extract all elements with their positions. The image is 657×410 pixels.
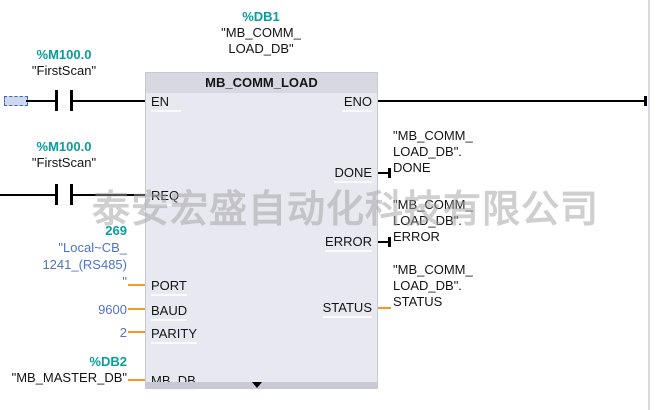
port-operand-address[interactable]: 269: [105, 223, 127, 238]
instance-db-name-line1: "MB_COMM_: [221, 25, 301, 40]
wire-eno: [378, 100, 644, 102]
mbdb-operand[interactable]: %DB2 "MB_MASTER_DB": [0, 354, 127, 386]
wire-rail-to-contact1: [26, 100, 55, 102]
input-pin-req[interactable]: REQ: [151, 188, 181, 206]
input-pin-baud[interactable]: BAUD: [151, 303, 188, 321]
wire-rail-to-contact2: [0, 194, 55, 196]
wire-status: [378, 307, 391, 309]
mbdb-operand-address[interactable]: %DB2: [89, 354, 127, 369]
wire-mbdb: [128, 379, 145, 381]
wire-baud: [128, 308, 145, 310]
wire-done: [378, 172, 388, 174]
contact1-name[interactable]: "FirstScan": [31, 63, 97, 78]
block-title[interactable]: MB_COMM_LOAD: [146, 73, 377, 93]
wire-contact1-to-en: [73, 100, 145, 102]
done-operand[interactable]: "MB_COMM_ LOAD_DB". DONE: [393, 128, 473, 175]
contact2-name[interactable]: "FirstScan": [31, 155, 97, 170]
mb-comm-load-block[interactable]: MB_COMM_LOAD EN REQ PORT BAUD PARITY MB_…: [145, 72, 378, 391]
port-operand-name-line1[interactable]: "Local~CB_: [58, 240, 127, 255]
wire-error: [378, 241, 388, 243]
contact1-operand[interactable]: %M100.0 "FirstScan": [4, 47, 124, 79]
wire-done-terminator: [388, 168, 391, 178]
wire-error-terminator: [388, 237, 391, 247]
instance-db-address[interactable]: %DB1: [242, 9, 280, 24]
wire-port: [128, 284, 145, 286]
port-operand[interactable]: 269 "Local~CB_ 1241_(RS485) ": [0, 222, 127, 290]
output-pin-error[interactable]: ERROR: [325, 234, 372, 252]
input-pin-en[interactable]: EN: [151, 94, 181, 112]
collapse-block-icon[interactable]: [252, 382, 262, 388]
error-operand[interactable]: "MB_COMM_ LOAD_DB". ERROR: [393, 197, 473, 244]
port-operand-name-line3[interactable]: ": [122, 274, 127, 289]
input-pin-parity[interactable]: PARITY: [151, 326, 197, 344]
contact2-address[interactable]: %M100.0: [36, 139, 92, 154]
input-pin-port[interactable]: PORT: [151, 278, 187, 296]
wire-eno-terminator: [644, 96, 647, 106]
network-right-boundary: [648, 0, 650, 410]
instance-db-name-line2: LOAD_DB": [228, 41, 294, 56]
output-pin-done[interactable]: DONE: [334, 165, 372, 183]
status-operand[interactable]: "MB_COMM_ LOAD_DB". STATUS: [393, 262, 473, 309]
port-operand-name-line2[interactable]: 1241_(RS485): [42, 257, 127, 272]
parity-operand[interactable]: 2: [119, 325, 127, 340]
contact1-address[interactable]: %M100.0: [36, 47, 92, 62]
wire-parity: [128, 331, 145, 333]
contact2-operand[interactable]: %M100.0 "FirstScan": [4, 139, 124, 171]
baud-operand[interactable]: 9600: [98, 302, 127, 317]
output-pin-eno[interactable]: ENO: [342, 94, 372, 112]
output-pin-status[interactable]: STATUS: [322, 300, 372, 318]
instance-db-label[interactable]: %DB1 "MB_COMM_ LOAD_DB": [178, 9, 344, 57]
mbdb-operand-name[interactable]: "MB_MASTER_DB": [11, 370, 127, 385]
wire-contact2-to-req: [73, 194, 145, 196]
open-branch-connector[interactable]: [4, 96, 28, 106]
